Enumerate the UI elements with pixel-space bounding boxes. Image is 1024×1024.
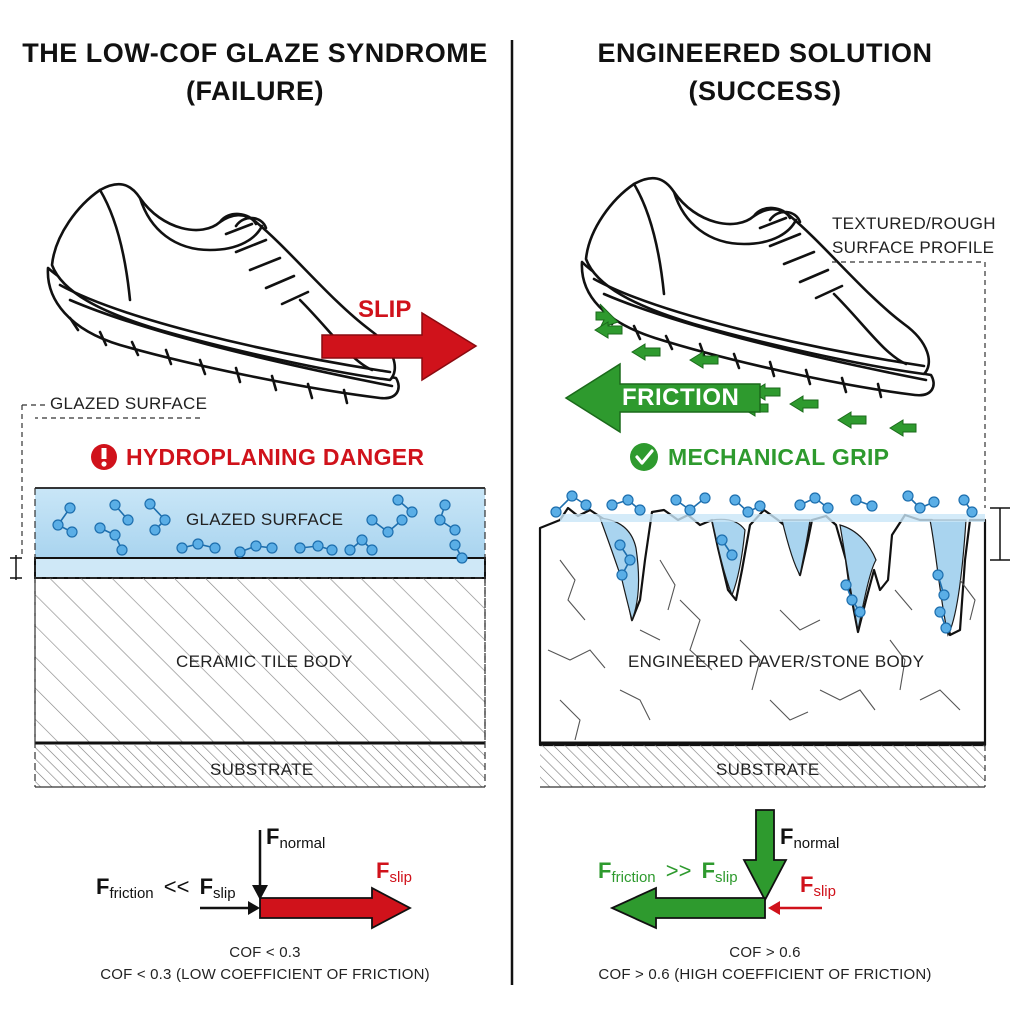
mechanical-grip-label: MECHANICAL GRIP bbox=[668, 444, 890, 470]
left-force-diagram bbox=[200, 830, 412, 930]
right-f-slip: Fslip bbox=[800, 872, 836, 900]
left-cof-line1: COF < 0.3 bbox=[229, 944, 301, 961]
texture-callout-line1: TEXTURED/ROUGH bbox=[832, 214, 996, 233]
right-title-line2: (SUCCESS) bbox=[688, 76, 842, 106]
check-circle-icon bbox=[630, 443, 658, 471]
left-title-line2: (FAILURE) bbox=[186, 76, 324, 106]
right-water-molecules bbox=[550, 490, 978, 634]
glazed-callout-label: GLAZED SURFACE bbox=[50, 394, 208, 413]
glazed-callout-line bbox=[21, 404, 45, 558]
paver-body-label: ENGINEERED PAVER/STONE BODY bbox=[628, 652, 925, 671]
left-shoe-icon bbox=[46, 182, 400, 405]
hydroplaning-warning: HYDROPLANING DANGER bbox=[126, 444, 425, 470]
right-title-line1: ENGINEERED SOLUTION bbox=[597, 38, 933, 68]
right-substrate-label: SUBSTRATE bbox=[716, 760, 820, 779]
right-substrate bbox=[540, 745, 985, 787]
left-title-line1: THE LOW-COF GLAZE SYNDROME bbox=[22, 38, 488, 68]
left-tile-body bbox=[34, 577, 486, 744]
stone-cracks bbox=[547, 559, 976, 741]
left-substrate-label: SUBSTRATE bbox=[210, 760, 314, 779]
friction-arrow bbox=[564, 362, 761, 434]
slip-label: SLIP bbox=[358, 296, 412, 323]
ceramic-body-label: CERAMIC TILE BODY bbox=[176, 652, 353, 671]
right-cof-line2: COF > 0.6 (HIGH COEFFICIENT OF FRICTION) bbox=[598, 966, 932, 983]
right-cof-line1: COF > 0.6 bbox=[729, 944, 801, 961]
right-force-diagram bbox=[609, 809, 822, 930]
friction-label: FRICTION bbox=[622, 384, 740, 411]
left-f-slip: Fslip bbox=[376, 858, 412, 886]
left-water-molecules bbox=[52, 494, 468, 564]
exclamation-circle-icon bbox=[91, 444, 117, 470]
slip-arrow bbox=[321, 311, 478, 382]
left-glaze-line bbox=[34, 557, 486, 579]
left-cof-line2: COF < 0.3 (LOW COEFFICIENT OF FRICTION) bbox=[100, 966, 430, 983]
right-force-relation: Ffriction >> Fslip bbox=[598, 858, 738, 886]
texture-callout-line2: SURFACE PROFILE bbox=[832, 238, 995, 257]
glaze-layer-label: GLAZED SURFACE bbox=[186, 510, 344, 529]
right-stone-body bbox=[538, 506, 987, 747]
right-f-normal: Fnormal bbox=[780, 824, 840, 852]
right-shoe-icon bbox=[580, 176, 935, 399]
left-force-relation: Ffriction << Fslip bbox=[96, 874, 236, 902]
left-substrate bbox=[35, 745, 485, 787]
left-f-normal: Fnormal bbox=[266, 824, 326, 852]
